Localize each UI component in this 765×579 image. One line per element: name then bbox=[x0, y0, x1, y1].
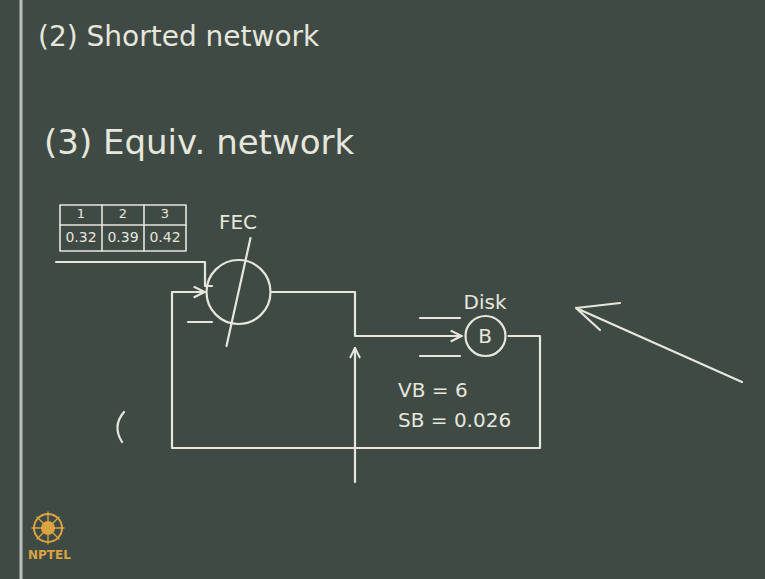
table-cell: 3 bbox=[144, 206, 186, 222]
parameter-value: VB = 6 bbox=[398, 378, 468, 402]
node-heading-row: Disk bbox=[462, 290, 509, 314]
nptel-logo bbox=[32, 512, 64, 544]
table-cell: 0.39 bbox=[102, 229, 144, 246]
board-edge bbox=[20, 0, 23, 579]
watermark: NPTEL bbox=[28, 548, 71, 562]
server-name: FEC bbox=[219, 210, 257, 234]
short-circuit-wire bbox=[354, 348, 356, 482]
chalk-mark bbox=[117, 412, 124, 442]
table-cell: 1 bbox=[60, 206, 102, 222]
section-heading: (3) Equiv. network bbox=[44, 122, 354, 163]
server-body: B bbox=[462, 314, 509, 358]
node-heading-row: FEC bbox=[205, 210, 272, 234]
pointer-arrow bbox=[576, 303, 742, 382]
flow-connector bbox=[272, 292, 462, 336]
data-table-grid bbox=[60, 205, 186, 251]
server-name: Disk bbox=[464, 290, 507, 314]
server-inner bbox=[205, 234, 272, 350]
load-dependent-server: FEC bbox=[205, 210, 272, 350]
disk-server: DiskB bbox=[462, 290, 509, 358]
table-cell: 0.32 bbox=[60, 229, 102, 246]
server-symbol: B bbox=[478, 324, 492, 348]
server-circle bbox=[205, 234, 272, 350]
flow-connector bbox=[172, 292, 540, 448]
server-inner: B bbox=[462, 314, 509, 358]
section-heading: (2) Shorted network bbox=[38, 20, 319, 54]
server-body bbox=[205, 234, 272, 350]
parameter-value: SB = 0.026 bbox=[398, 408, 511, 432]
table-cell: 2 bbox=[102, 206, 144, 222]
table-cell: 0.42 bbox=[144, 229, 186, 246]
